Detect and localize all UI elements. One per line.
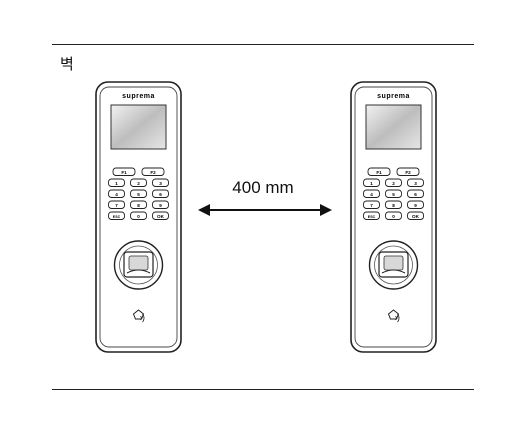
- arrow-head-right: [320, 204, 332, 216]
- keypad-key: [407, 211, 424, 220]
- keypad-key-label: F1: [121, 170, 127, 175]
- keypad-key: [108, 200, 125, 209]
- keypad-key-label: 3: [159, 181, 162, 186]
- rfid-icon: [132, 309, 145, 323]
- keypad-key-label: 5: [137, 192, 140, 197]
- lcd-screen: [365, 104, 422, 150]
- keypad-key: [152, 200, 169, 209]
- keypad-key: [130, 200, 147, 209]
- keypad-key: [363, 211, 380, 220]
- brand-logo: suprema: [377, 93, 410, 100]
- keypad-key-label: 3: [414, 181, 417, 186]
- keypad-key-label: F2: [405, 170, 411, 175]
- keypad-key: [363, 189, 380, 198]
- keypad-key-label: 4: [115, 192, 118, 197]
- keypad-key: [152, 189, 169, 198]
- keypad-key: [396, 167, 420, 176]
- keypad-key: [108, 189, 125, 198]
- keypad-key: [385, 211, 402, 220]
- keypad-key: [407, 178, 424, 187]
- wall-label: 벽: [60, 55, 74, 73]
- bottom-divider: [52, 389, 474, 390]
- keypad-key-label: 1: [115, 181, 118, 186]
- keypad-key: [130, 189, 147, 198]
- keypad-key-label: 8: [137, 203, 140, 208]
- keypad-key-label: F2: [150, 170, 156, 175]
- keypad-key-label: 2: [392, 181, 395, 186]
- fingerprint-sensor: [368, 240, 419, 290]
- keypad-key: [385, 189, 402, 198]
- keypad-key: [130, 178, 147, 187]
- keypad-key: [108, 178, 125, 187]
- keypad-key-label: 8: [392, 203, 395, 208]
- device-inner-frame: [354, 86, 433, 348]
- keypad-key-label: 6: [414, 192, 417, 197]
- keypad-key-label: 2: [137, 181, 140, 186]
- keypad-key-label: ESC: [368, 215, 376, 219]
- keypad-key: [385, 200, 402, 209]
- fingerprint-sensor: [113, 240, 164, 290]
- keypad-key-label: 0: [392, 214, 395, 219]
- keypad-key-label: 6: [159, 192, 162, 197]
- keypad-key: [108, 211, 125, 220]
- keypad-key-label: 1: [370, 181, 373, 186]
- keypad-key-label: 7: [370, 203, 373, 208]
- keypad-key: [363, 200, 380, 209]
- lcd-screen: [110, 104, 167, 150]
- keypad-key-label: OK: [412, 214, 420, 219]
- keypad-key-label: ESC: [113, 215, 121, 219]
- rfid-icon: [387, 309, 400, 323]
- keypad-key-label: 5: [392, 192, 395, 197]
- keypad-key-label: 7: [115, 203, 118, 208]
- keypad-key: [130, 211, 147, 220]
- keypad-key-label: F1: [376, 170, 382, 175]
- arrow-head-left: [198, 204, 210, 216]
- device-inner-frame: [99, 86, 178, 348]
- keypad-key: [385, 178, 402, 187]
- keypad-key: [367, 167, 391, 176]
- keypad-key-label: 9: [159, 203, 162, 208]
- keypad-key-label: 9: [414, 203, 417, 208]
- keypad-key: [363, 178, 380, 187]
- top-divider: [52, 44, 474, 45]
- keypad-key: [407, 200, 424, 209]
- keypad-key: [152, 178, 169, 187]
- keypad-key-label: OK: [157, 214, 165, 219]
- keypad-key: [152, 211, 169, 220]
- keypad-key-label: 4: [370, 192, 373, 197]
- brand-logo: suprema: [122, 93, 155, 100]
- keypad-key: [407, 189, 424, 198]
- distance-label: 400 mm: [232, 178, 294, 197]
- keypad-key: [141, 167, 165, 176]
- keypad-key: [112, 167, 136, 176]
- distance-arrow: [198, 204, 332, 216]
- keypad-key-label: 0: [137, 214, 140, 219]
